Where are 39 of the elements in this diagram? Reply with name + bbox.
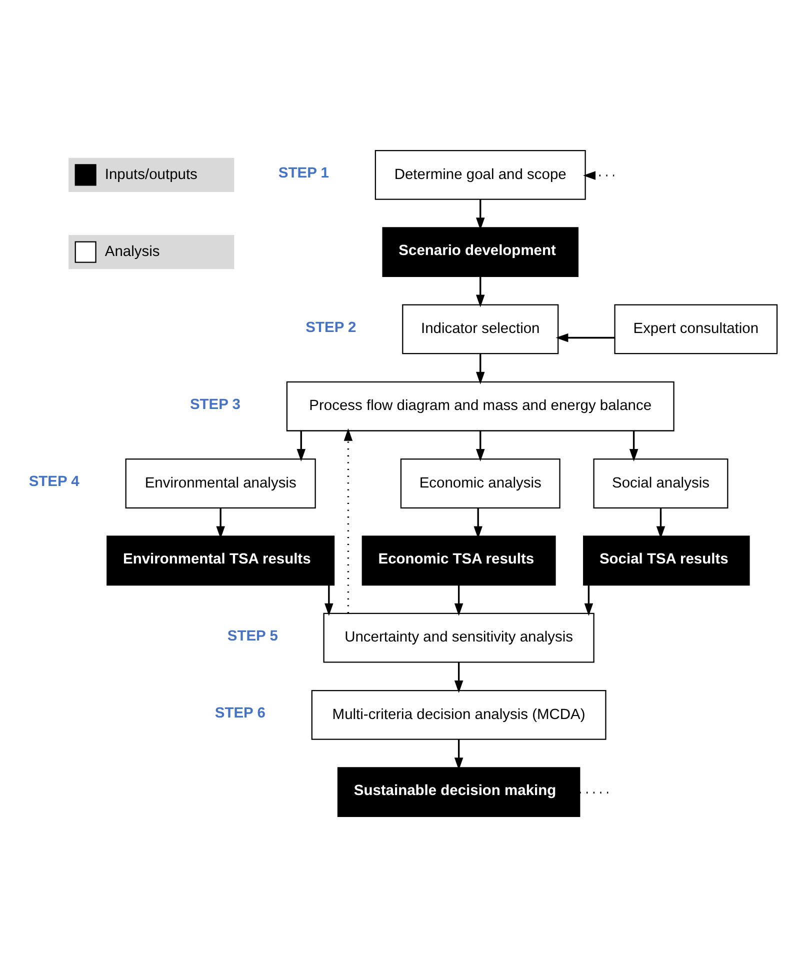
arrow <box>476 353 485 384</box>
label: STEP 4 <box>28 474 80 490</box>
node-box: Process flow diagram and mass and energy balance <box>286 380 674 431</box>
node-box: Sustainable decision making <box>337 766 580 817</box>
arrow <box>296 430 306 462</box>
arrow <box>584 584 594 616</box>
node-box: Environmental analysis <box>125 458 316 508</box>
node-box: Uncertainty and sensitivity analysis <box>323 612 594 662</box>
node-box: Multi-criteria decision analysis (MCDA) <box>311 689 606 740</box>
arrow <box>476 430 485 462</box>
node-box: Indicator selection <box>402 304 559 354</box>
arrow <box>454 662 464 692</box>
node-box: Social analysis <box>593 458 728 508</box>
label: STEP 2 <box>306 319 356 336</box>
label: STEP 5 <box>227 628 278 644</box>
node-box: Economic analysis <box>400 458 560 508</box>
label: STEP 6 <box>214 705 266 722</box>
arrow <box>629 430 638 462</box>
arrow <box>216 507 225 538</box>
node-box: Expert consultation <box>614 304 778 354</box>
node-box: Scenario development <box>382 226 578 277</box>
legend-label: Inputs/outputs <box>104 166 198 182</box>
arrow <box>656 507 666 538</box>
node-box: Environmental TSA results <box>106 535 335 586</box>
legend-label: Analysis <box>104 243 160 260</box>
arrow <box>324 584 334 616</box>
node-box: Social TSA results <box>583 535 750 586</box>
arrow <box>476 198 485 230</box>
arrow <box>344 428 353 613</box>
arrow <box>583 170 614 180</box>
label: STEP 1 <box>278 165 329 182</box>
arrow <box>476 276 485 307</box>
label: STEP 3 <box>190 396 240 413</box>
node-box: Determine goal and scope <box>374 149 586 200</box>
arrow <box>474 507 482 538</box>
arrow <box>454 738 464 770</box>
node-box: Economic TSA results <box>362 535 556 586</box>
arrow <box>556 332 615 342</box>
arrow <box>454 584 464 616</box>
